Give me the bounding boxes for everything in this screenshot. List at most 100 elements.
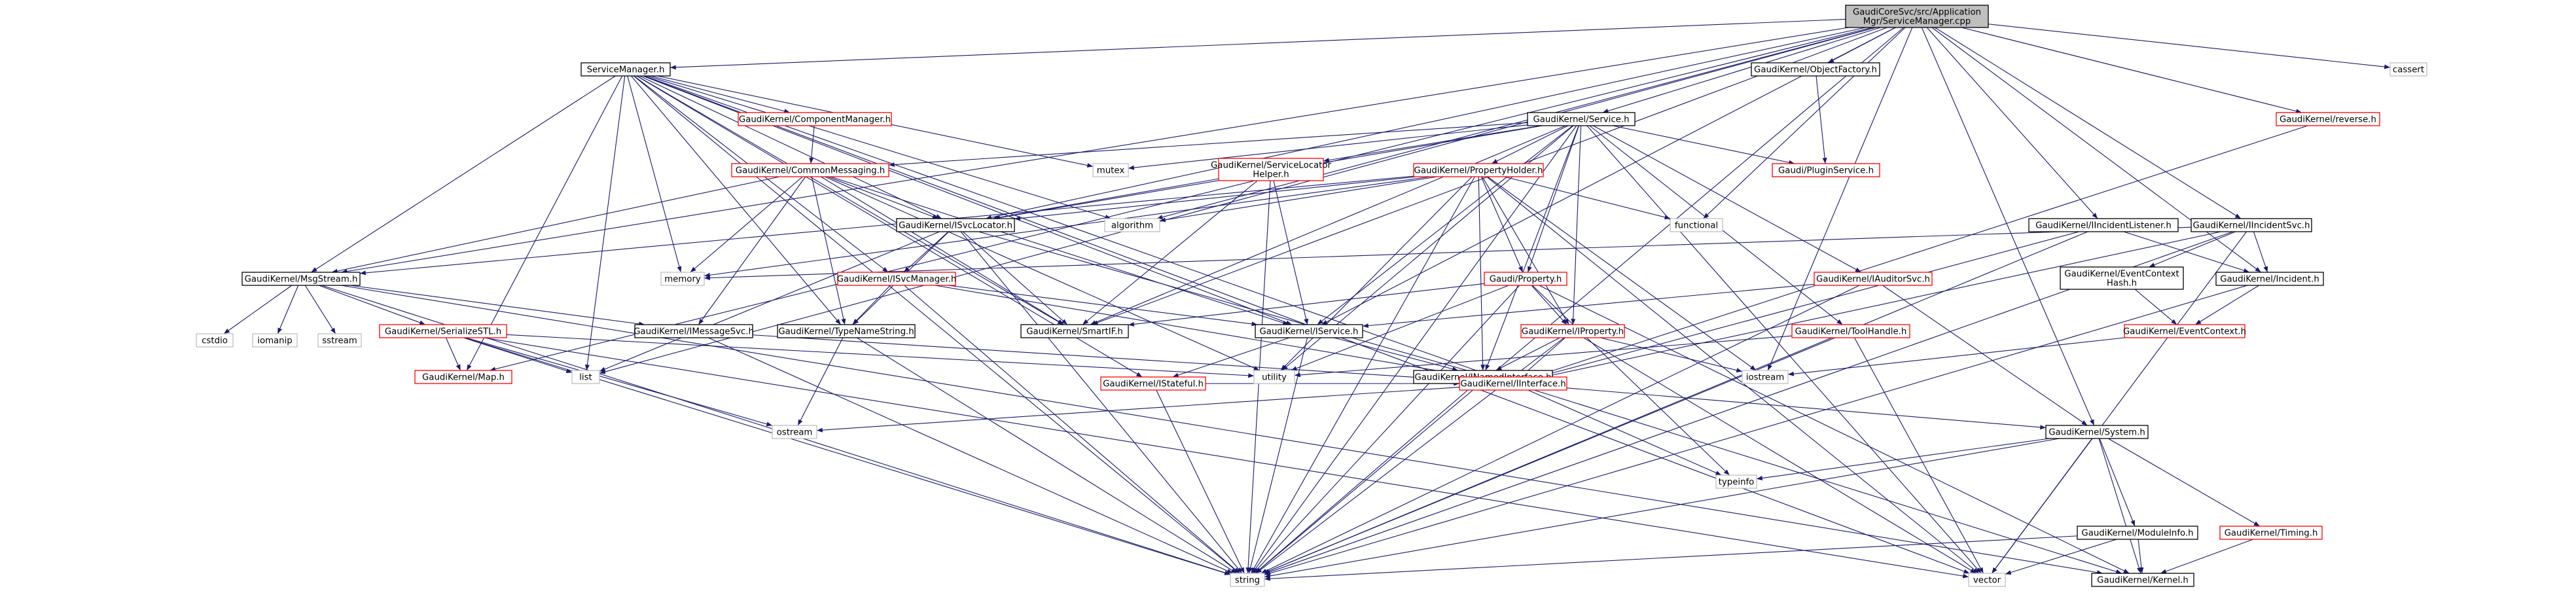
edge-gproperty-to-typeinfo [1532,285,1730,476]
node-cassert[interactable]: cassert [2389,62,2427,77]
node-memory[interactable]: memory [660,272,705,286]
edge-line [978,231,1490,378]
edge-gproperty-to-utility [1291,285,1509,371]
node-label: GaudiKernel/Map.h [422,373,505,383]
node-propholder[interactable]: GaudiKernel/PropertyHolder.h [1413,163,1544,177]
node-compmgr[interactable]: GaudiKernel/ComponentManager.h [738,112,892,126]
edge-svclocatorhelper-to-isvclocator [992,178,1219,220]
edge-line [2253,231,2268,273]
node-toolhandle[interactable]: GaudiKernel/ToolHandle.h [1791,324,1910,338]
node-isvclocator[interactable]: GaudiKernel/ISvcLocator.h [896,218,1015,232]
node-functional[interactable]: functional [1670,218,1723,232]
node-sstream[interactable]: sstream [317,333,362,348]
node-iomanip[interactable]: iomanip [252,333,298,348]
node-ostream[interactable]: ostream [772,425,817,439]
node-box [1751,62,1880,77]
edge-line [1934,27,2242,219]
node-box [2077,526,2198,540]
node-gproperty[interactable]: Gaudi/Property.h [1484,272,1567,286]
node-map[interactable]: GaudiKernel/Map.h [414,370,512,384]
node-timing[interactable]: GaudiKernel/Timing.h [2219,526,2323,540]
edge-line [935,285,1475,378]
node-serializestl[interactable]: GaudiKernel/SerializeSTL.h [379,324,507,338]
node-system[interactable]: GaudiKernel/System.h [2045,425,2149,439]
node-reverse[interactable]: GaudiKernel/reverse.h [2276,112,2380,126]
node-typenamestring[interactable]: GaudiKernel/TypeNameString.h [777,324,916,338]
node-string[interactable]: string [1230,573,1265,587]
node-eventcontext[interactable]: GaudiKernel/EventContext.h [2123,324,2246,338]
edge-line [1921,27,2095,426]
edge-service_h-to-iauditorsvc [1593,125,1861,273]
edge-service_h-to-vector [1586,125,1982,574]
node-iauditorsvc[interactable]: GaudiKernel/IAuditorSvc.h [1814,272,1933,286]
edge-line [483,337,1969,579]
edge-line [2138,539,2144,574]
edge-line [1482,176,1569,325]
node-commonmsg[interactable]: GaudiKernel/CommonMessaging.h [731,163,889,177]
node-box [1104,218,1160,232]
node-label: GaudiKernel/MsgStream.h [245,275,358,285]
edge-line [1531,285,1567,325]
edge-iservice-to-istateful [1172,337,1290,378]
node-box [1413,163,1544,177]
edge-iincidentsvc-to-memory [704,226,2192,281]
node-label: string [1235,576,1260,586]
node-label: Mgr/ServiceManager.cpp [1863,17,1971,27]
node-label: GaudiKernel/ModuleInfo.h [2081,529,2193,539]
node-istateful[interactable]: GaudiKernel/IStateful.h [1100,376,1206,391]
edge-line [809,125,815,164]
node-box [1253,370,1295,384]
node-label: Gaudi/PluginService.h [1778,166,1874,176]
node-iinterface[interactable]: GaudiKernel/IInterface.h [1459,376,1567,391]
node-vector[interactable]: vector [1968,573,2006,587]
edge-line [1172,337,1290,378]
edge-reverse-to-iinterface [1533,125,2308,378]
node-objfactory[interactable]: GaudiKernel/ObjectFactory.h [1751,62,1880,77]
node-label: GaudiKernel/ISvcManager.h [837,275,957,285]
node-iincidentlistener[interactable]: GaudiKernel/IIncidentListener.h [2028,218,2179,232]
node-iproperty[interactable]: GaudiKernel/IProperty.h [1520,324,1625,338]
node-cstdio[interactable]: cstdio [196,333,234,348]
edge-line [1264,535,2078,581]
node-iservice[interactable]: GaudiKernel/IService.h [1255,324,1363,338]
node-root[interactable]: GaudiCoreSvc/src/ApplicationMgr/ServiceM… [1845,5,1989,28]
node-isvcmanager[interactable]: GaudiKernel/ISvcManager.h [837,272,957,286]
edge-line [1156,389,1245,574]
node-pluginservice[interactable]: Gaudi/PluginService.h [1772,163,1880,177]
node-msgstream[interactable]: GaudiKernel/MsgStream.h [241,272,361,286]
node-box [772,425,817,439]
node-iostream[interactable]: iostream [1742,370,1789,384]
node-svcmgr_h[interactable]: ServiceManager.h [581,62,671,77]
edge-line [827,176,939,219]
edge-line [1532,285,1730,476]
edge-line [311,75,616,273]
node-list[interactable]: list [571,370,600,384]
edge-line [1128,283,1485,327]
node-incident[interactable]: GaudiKernel/Incident.h [2215,272,2324,286]
edge-line [1261,285,1860,574]
node-box [414,370,512,384]
edge-line [647,75,1111,219]
node-smartif[interactable]: GaudiKernel/SmartIF.h [1020,324,1129,338]
node-box [2028,218,2179,232]
node-kernel[interactable]: GaudiKernel/Kernel.h [2091,573,2194,587]
node-typeinfo[interactable]: typeinfo [1715,475,1757,489]
node-imessagesvc[interactable]: GaudiKernel/IMessageSvc.h [634,324,754,338]
node-mutex[interactable]: mutex [1092,163,1129,177]
edge-moduleinfo-to-kernel [2138,539,2144,574]
node-iincidentsvc[interactable]: GaudiKernel/IIncidentSvc.h [2191,218,2312,232]
node-moduleinfo[interactable]: GaudiKernel/ModuleInfo.h [2077,526,2198,540]
edge-propholder-to-utility [1280,176,1473,371]
node-utility[interactable]: utility [1253,370,1295,384]
node-box [2215,272,2324,286]
edge-propholder-to-msgstream [359,175,1414,276]
edge-line [1491,125,1569,164]
node-algorithm[interactable]: algorithm [1104,218,1160,232]
edge-isvcmanager-to-iservice [948,285,1258,327]
node-box [1255,324,1363,338]
node-service_h[interactable]: GaudiKernel/Service.h [1527,112,1636,126]
edge-svcmgr_h-to-algorithm [647,75,1111,219]
